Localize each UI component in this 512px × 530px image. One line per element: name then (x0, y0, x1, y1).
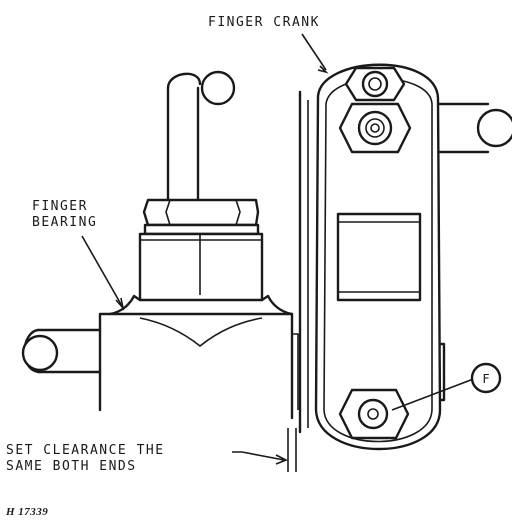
clearance-leader (232, 451, 285, 461)
shaft-end-circle (200, 70, 236, 106)
finger-bearing-label-line2: BEARING (32, 215, 97, 230)
hex-nut (142, 198, 260, 227)
crank-window (336, 212, 422, 302)
crank-shaft-circle (476, 108, 512, 148)
finger-bearing-arrowhead (115, 297, 125, 311)
finger-crank-assembly (298, 63, 512, 451)
top-nut-washer (361, 70, 389, 98)
bearing-side-shaft (36, 328, 102, 374)
shaft-top-end (166, 72, 202, 90)
pivot-nut-bolt (365, 118, 385, 138)
finger-crank-arrowhead (317, 65, 329, 74)
body-left-fillet (108, 294, 142, 316)
finger-bearing-label-line1: FINGER (32, 199, 88, 214)
callout-f-circle (470, 362, 502, 394)
bearing-body-outline (98, 312, 294, 420)
figure-number: H 17339 (5, 506, 48, 518)
crank-bottom-nut (338, 388, 410, 440)
callout-f-text: F (482, 372, 489, 386)
body-right-fillet (260, 294, 294, 316)
finger-crank-label: FINGER CRANK (208, 15, 320, 30)
finger-crank-leader (301, 33, 327, 71)
bottom-nut-bolt (367, 408, 379, 420)
nut-washer (143, 223, 260, 236)
clearance-arrowhead (275, 454, 288, 465)
crank-side-clip (438, 342, 446, 402)
crank-side-shaft (428, 102, 490, 154)
pivot-nut-washer (357, 110, 393, 146)
crank-top-nut (344, 66, 406, 102)
bearing-boss (138, 232, 264, 302)
clearance-label-line1: SET CLEARANCE THE (6, 443, 165, 458)
body-curved-edge (139, 317, 263, 348)
crank-pivot-nut (338, 102, 412, 154)
callout-f-leader (391, 377, 477, 411)
hex-nut-faces (165, 199, 241, 226)
top-nut-bolt (368, 77, 382, 91)
crank-window-edges (338, 221, 420, 293)
finger-bearing-leader (81, 235, 123, 307)
bearing-clearance-plate (292, 333, 299, 410)
clearance-marks (287, 428, 297, 472)
bottom-nut-washer (357, 398, 389, 430)
pivot-nut-center (370, 123, 380, 133)
bearing-upper-shaft (166, 86, 200, 202)
clearance-label-line2: SAME BOTH ENDS (6, 459, 137, 474)
leader-lines (81, 33, 477, 465)
finger-bearing-assembly (21, 70, 299, 420)
clearance-indicator (287, 428, 297, 472)
callout-f: F (470, 362, 502, 394)
side-shaft-circle (21, 334, 59, 372)
